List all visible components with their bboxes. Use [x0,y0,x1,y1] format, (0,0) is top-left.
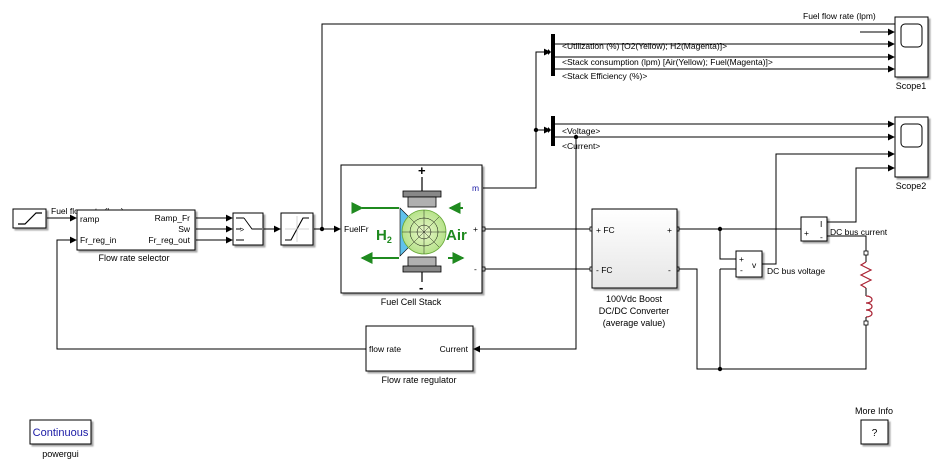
scope2-block[interactable] [894,116,929,178]
converter-label-2: DC/DC Converter [599,306,670,316]
dc-dc-converter-block[interactable]: + FC - FC + - [591,208,678,289]
fuel-cell-stack-block[interactable]: FuelFr m + - + - H2 Air [340,163,483,295]
port-m: m [472,183,479,193]
svg-text:>: > [240,227,244,234]
more-info-button[interactable]: ? [860,419,889,445]
top-plate [402,190,442,198]
port-sw: Sw [178,224,191,234]
switch-icon [236,217,262,241]
wire-m-bus1[interactable] [483,48,551,189]
scope1-label: Scope1 [896,81,927,91]
powergui-mode: Continuous [33,427,89,439]
scope2-label: Scope2 [896,181,927,191]
port-ramp: ramp [80,214,100,224]
more-info-label: More Info [855,406,893,416]
wire-reg-selector[interactable] [56,236,366,350]
wire-current-reg[interactable] [473,137,577,353]
port-flow-rate: flow rate [369,344,401,354]
flow-rate-regulator-label: Flow rate regulator [381,375,456,385]
signal-label-voltage: <Voltage> [562,126,600,136]
port-conv-plus-fc: + FC [596,225,615,235]
flow-rate-selector-block[interactable]: ramp Fr_reg_in Ramp_Fr Sw Fr_reg_out [76,209,196,251]
bottom-plate [402,265,442,273]
junction-dots [319,127,723,372]
scope-screen-icon [900,123,923,148]
ramp-source-block[interactable] [12,208,47,229]
powergui-block[interactable]: Continuous [29,419,92,445]
h2-label: H2 [376,227,392,245]
svg-text:+: + [418,163,426,178]
signal-label-current: <Current> [562,141,600,151]
converter-label-1: 100Vdc Boost [606,294,663,304]
signal-label-fuel-flow-top: Fuel flow rate (lpm) [803,11,876,21]
svg-text:-: - [820,232,823,242]
saturation-block[interactable] [280,212,314,246]
svg-text:I: I [820,219,822,229]
fuel-cell-stack-label: Fuel Cell Stack [381,297,442,307]
ramp-icon [18,212,42,225]
resistor-icon [859,261,873,289]
svg-text:v: v [752,260,757,270]
port-fr-reg-out: Fr_reg_out [148,235,190,245]
inductor-icon [865,295,873,318]
port-ramp-fr: Ramp_Fr [155,213,191,223]
scope-screen-icon [900,23,923,48]
signal-lines [47,23,896,370]
signal-label-dc-bus-voltage: DC bus voltage [767,266,825,276]
port-fr-reg-in: Fr_reg_in [80,235,117,245]
port-fuelfr: FuelFr [344,224,369,234]
help-icon: ? [872,428,878,439]
air-label: Air [446,227,467,244]
signal-label-utilization: <Utilization (%) [O2(Yellow); H2(Magenta… [562,41,727,51]
switch-block[interactable]: > [232,212,264,246]
port-conv-minus-fc: - FC [596,265,613,275]
powergui-label: powergui [42,449,79,459]
scope1-block[interactable] [894,16,929,78]
bus-creator-2[interactable] [551,116,555,146]
converter-label-3: (average value) [603,318,666,328]
svg-text:-: - [740,265,743,275]
signal-label-dc-bus-current: DC bus current [830,227,888,237]
port-current: Current [440,344,469,354]
port-conv-minus: - [668,265,671,275]
flow-rate-selector-label: Flow rate selector [98,253,169,263]
svg-text:+: + [804,228,809,238]
bus-creator-1[interactable] [551,34,555,76]
port-stack-minus: - [474,264,477,274]
flow-rate-regulator-block[interactable]: flow rate Current [365,325,474,372]
voltage-measurement-block[interactable]: + v - [735,250,763,278]
rl-load-block[interactable] [859,255,873,321]
signal-label-stack-consumption: <Stack consumption (lpm) [Air(Yellow); F… [562,57,773,67]
port-stack-plus: + [473,224,478,234]
svg-text:+: + [739,254,744,264]
current-measurement-block[interactable]: + I - [800,216,828,242]
signal-label-stack-efficiency: <Stack Efficiency (%)> [562,71,647,81]
port-conv-plus: + [667,225,672,235]
svg-text:-: - [419,280,423,295]
